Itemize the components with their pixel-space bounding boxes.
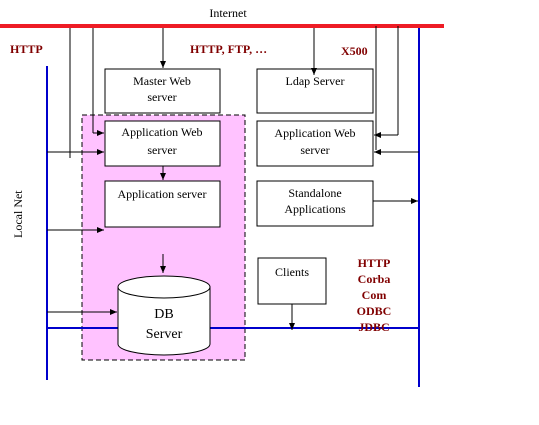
x500-label: X500 xyxy=(341,44,368,58)
protocol-http: HTTP xyxy=(358,256,391,270)
internet-label: Internet xyxy=(209,6,247,20)
application-server-box: Application server xyxy=(104,180,221,228)
svg-text:Ldap Server: Ldap Server xyxy=(286,74,345,88)
protocol-jdbc: JDBC xyxy=(358,320,389,334)
svg-text:DB: DB xyxy=(154,307,173,322)
svg-text:server: server xyxy=(147,143,176,157)
clients-box: Clients xyxy=(257,257,327,305)
db-server-cylinder: DB Server xyxy=(117,275,211,356)
master-web-server-box: Master Web server xyxy=(104,68,221,114)
svg-text:server: server xyxy=(147,90,176,104)
ldap-server-box: Ldap Server xyxy=(256,68,374,114)
svg-text:Application server: Application server xyxy=(118,187,207,201)
svg-text:Application Web: Application Web xyxy=(274,126,355,140)
application-web-server-left-box: Application Web server xyxy=(104,120,221,167)
http-ftp-label: HTTP, FTP, … xyxy=(190,42,267,56)
connectors xyxy=(47,26,419,330)
svg-text:Clients: Clients xyxy=(275,265,309,279)
svg-text:Standalone: Standalone xyxy=(288,186,341,200)
application-web-server-right-box: Application Web server xyxy=(256,120,374,167)
protocol-corba: Corba xyxy=(358,272,391,286)
protocol-list: HTTP Corba Com ODBC JDBC xyxy=(357,256,392,334)
svg-text:Server: Server xyxy=(146,327,183,342)
protocol-odbc: ODBC xyxy=(357,304,392,318)
local-net-label: Local Net xyxy=(11,190,25,238)
svg-text:server: server xyxy=(300,143,329,157)
http-label: HTTP xyxy=(10,42,43,56)
svg-text:Application Web: Application Web xyxy=(121,125,202,139)
svg-text:Master Web: Master Web xyxy=(133,74,191,88)
svg-text:Applications: Applications xyxy=(284,202,346,216)
protocol-com: Com xyxy=(362,288,387,302)
standalone-applications-box: Standalone Applications xyxy=(256,180,374,227)
